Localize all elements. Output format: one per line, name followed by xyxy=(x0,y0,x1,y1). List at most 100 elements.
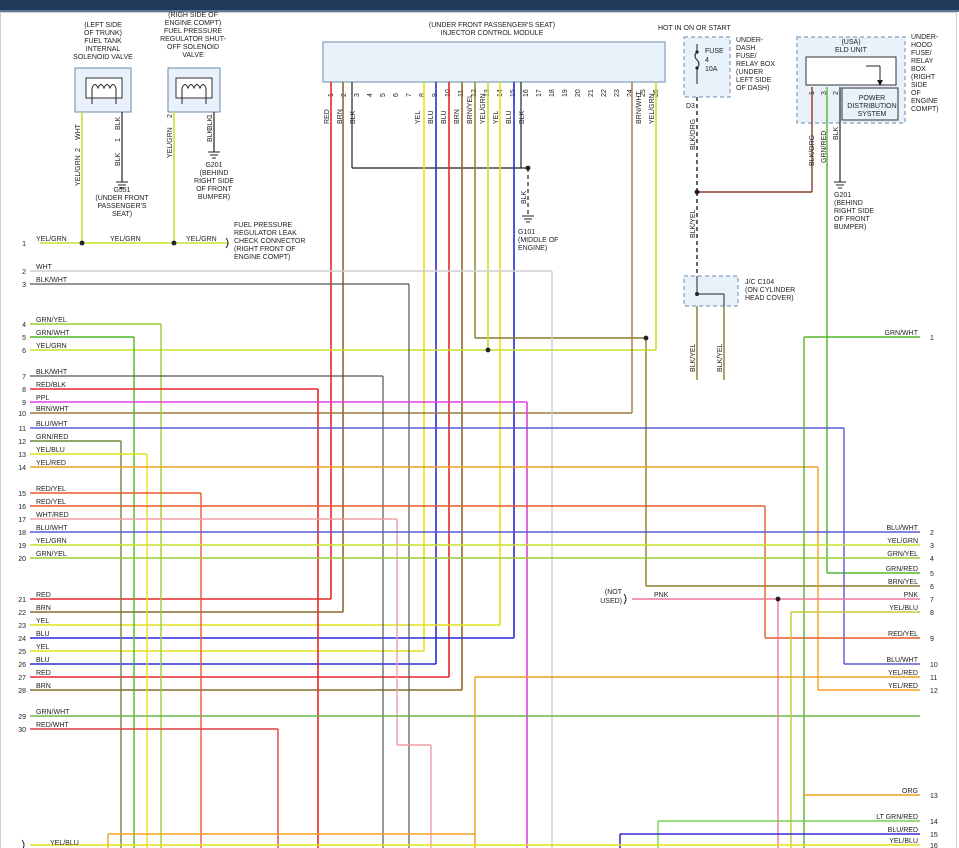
left-sol-pin2: 2 xyxy=(75,148,82,152)
underdash-fuse-box: HOT IN ON OR START FUSE 4 10A UNDER- DAS… xyxy=(658,25,775,110)
left-solenoid-title-3: FUEL TANK xyxy=(84,38,122,45)
left-wire-8: RED/BLK xyxy=(36,382,66,389)
blk-to-g551: BLK xyxy=(115,152,122,166)
right-pin-5: 5 xyxy=(930,571,934,578)
left-pin-27: 27 xyxy=(18,675,26,682)
right-wire-4: GRN/YEL xyxy=(887,551,918,558)
g201a-1: G201 xyxy=(205,162,222,169)
icm-title-1: (UNDER FRONT PASSENGER'S SEAT) xyxy=(429,22,555,29)
left-sol-blk: BLK xyxy=(115,116,122,130)
left-sol-pin1: 1 xyxy=(115,138,122,142)
icm-pin-16: 16 xyxy=(523,89,530,97)
left-pin-23: 23 xyxy=(18,623,26,630)
fuse-loc-1: UNDER- xyxy=(736,37,764,44)
right-pin-10: 10 xyxy=(930,662,938,669)
g201a-2: (BEHIND xyxy=(200,170,229,177)
left-pin-4: 4 xyxy=(22,322,26,329)
icm-wire-label-16: BLK xyxy=(519,110,526,124)
eld-loc-9: ENGINE xyxy=(911,98,938,105)
right-wire-8: YEL/BLU xyxy=(889,605,918,612)
jc-title-1: J/C C104 xyxy=(745,279,774,286)
right-pin-16: 16 xyxy=(930,843,938,848)
eld-blkorg: BLK/ORG xyxy=(809,135,816,166)
eld-loc-7: SIDE xyxy=(911,82,928,89)
eld-blk: BLK xyxy=(833,126,840,140)
left-wire-6: YEL/GRN xyxy=(36,343,67,350)
icm-pin-3: 3 xyxy=(354,93,361,97)
eld-loc-10: COMPT) xyxy=(911,106,939,113)
eld-title-1: (USA) xyxy=(841,39,860,46)
right-wire-9: RED/YEL xyxy=(888,631,918,638)
left-connector-rows: 1YEL/GRN2WHT3BLK/WHT4GRN/YEL5GRN/WHT6YEL… xyxy=(18,236,70,734)
g201b-1: G201 xyxy=(834,192,851,199)
hot-in-on-label: HOT IN ON OR START xyxy=(658,25,731,32)
left-pin-20: 20 xyxy=(18,556,26,563)
icm-wire-label-15: BLU xyxy=(506,110,513,124)
blk-yel-jc-1: BLK/YEL xyxy=(690,343,697,372)
fuse-amperage: 10A xyxy=(705,66,718,73)
icm-wire-label-10: BLU xyxy=(441,110,448,124)
left-pin-12: 12 xyxy=(18,439,26,446)
icm-wire-label-1: RED xyxy=(324,109,331,124)
blk-to-g101: BLK xyxy=(521,190,528,204)
fpr-title-3: FUEL PRESSURE xyxy=(164,28,222,35)
right-connector-rows: 1GRN/WHT2BLU/WHT3YEL/GRN4GRN/YEL5GRN/RED… xyxy=(876,330,938,848)
left-wire-19: YEL/GRN xyxy=(36,538,67,545)
left-wire-21: RED xyxy=(36,592,51,599)
icm-wire-label-25: BRN/WHT xyxy=(636,91,643,124)
eld-loc-2: HOOD xyxy=(911,42,932,49)
left-wire-26: BLU xyxy=(36,657,50,664)
left-wire-7: BLK/WHT xyxy=(36,369,68,376)
left-pin-8: 8 xyxy=(22,387,26,394)
left-wire-18: BLU/WHT xyxy=(36,525,68,532)
jc-title-2: (ON CYLINDER xyxy=(745,287,795,294)
left-pin-28: 28 xyxy=(18,688,26,695)
left-pin-18: 18 xyxy=(18,530,26,537)
left-wire-9: PPL xyxy=(36,395,49,402)
yel-grn-label-2: YEL/GRN xyxy=(110,236,141,243)
eld-loc-5: BOX xyxy=(911,66,926,73)
left-wire-16: RED/YEL xyxy=(36,499,66,506)
fpr-pin2: 2 xyxy=(167,114,174,118)
fuse-name: FUSE xyxy=(705,48,724,55)
blk-yel-jc-2: BLK/YEL xyxy=(717,343,724,372)
not-used-2: USED) xyxy=(600,598,622,605)
leak-conn-5: ENGINE COMPT) xyxy=(234,254,290,261)
right-pin-12: 12 xyxy=(930,688,938,695)
fpr-title-4: REGULATOR SHUT- xyxy=(160,36,227,43)
injector-control-module: (UNDER FRONT PASSENGER'S SEAT) INJECTOR … xyxy=(322,22,666,97)
icm-pin-23: 23 xyxy=(614,89,621,97)
fpr-title-1: (RIGH SIDE OF xyxy=(168,12,218,19)
eld-title-2: ELD UNIT xyxy=(835,47,868,54)
right-wire-7: PNK xyxy=(904,592,919,599)
g551-4: SEAT) xyxy=(112,211,132,218)
left-wire-13: YEL/BLU xyxy=(36,447,65,454)
left-wire-23: YEL xyxy=(36,618,49,625)
eld-loc-1: UNDER- xyxy=(911,34,939,41)
static-wires xyxy=(21,82,920,848)
left-pin-21: 21 xyxy=(18,597,26,604)
left-wire-2: WHT xyxy=(36,264,53,271)
right-wire-16: YEL/BLU xyxy=(889,838,918,845)
eld-pin1: 1 xyxy=(809,91,816,95)
not-used-1: (NOT xyxy=(605,589,623,596)
left-wire-10: BRN/WHT xyxy=(36,406,69,413)
g101-2: (MIDDLE OF xyxy=(518,237,558,244)
eld-loc-6: (RIGHT xyxy=(911,74,936,81)
icm-pin-numbers: 1234567891011121314151617181920212223242… xyxy=(328,89,660,97)
icm-pin-19: 19 xyxy=(562,89,569,97)
fpr-pin1: 1 xyxy=(207,114,214,118)
left-wire-1: YEL/GRN xyxy=(36,236,67,243)
icm-pin-17: 17 xyxy=(536,89,543,97)
left-pin-2: 2 xyxy=(22,269,26,276)
diagram-frame xyxy=(0,12,957,848)
icm-pin-7: 7 xyxy=(406,93,413,97)
fuse-loc-5: (UNDER xyxy=(736,69,763,76)
left-pin-15: 15 xyxy=(18,491,26,498)
right-pin-11: 11 xyxy=(930,675,937,682)
icm-wire-label-9: BLU xyxy=(428,110,435,124)
left-pin-7: 7 xyxy=(22,374,26,381)
icm-pin-6: 6 xyxy=(393,93,400,97)
fuse-loc-7: OF DASH) xyxy=(736,85,769,92)
